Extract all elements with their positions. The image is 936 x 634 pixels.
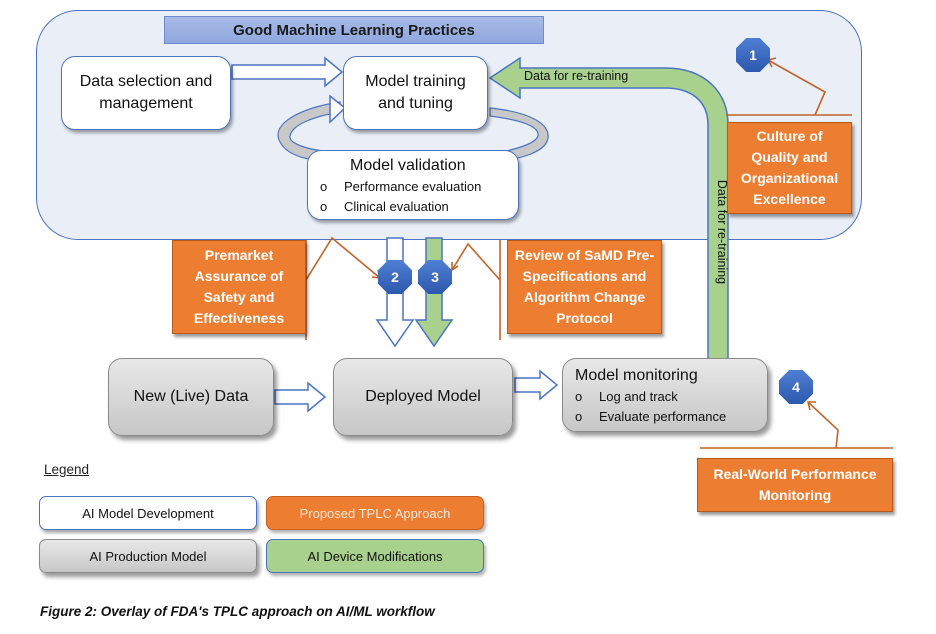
tplc-box-3: Review of SaMD Pre-Specifications and Al… xyxy=(507,240,662,334)
legend-item-ai-model-development: AI Model Development xyxy=(39,496,257,530)
arrow-deployed-to-monitoring xyxy=(514,369,559,401)
tplc-badge-2: 2 xyxy=(378,260,412,294)
model-validation-title: Model validation xyxy=(350,157,466,174)
callout-4-leader xyxy=(807,401,839,449)
bullet-icon: o xyxy=(320,179,328,194)
tplc-badge-3: 3 xyxy=(418,260,452,294)
model-monitoring-title: Model monitoring xyxy=(575,367,698,384)
callout-2-leader xyxy=(305,236,381,281)
retraining-arrow xyxy=(488,56,729,368)
arrow-newdata-to-deployed xyxy=(274,381,327,413)
tplc-badge-1: 1 xyxy=(736,38,770,72)
bullet-icon: o xyxy=(320,199,328,214)
legend-item-ai-device-modifications: AI Device Modifications xyxy=(266,539,484,573)
callout-3-leader xyxy=(451,242,501,281)
gmlp-banner: Good Machine Learning Practices xyxy=(164,16,544,44)
model-training-box: Model training and tuning xyxy=(343,56,488,130)
arrow-data-to-training xyxy=(231,56,344,88)
data-selection-box: Data selection and management xyxy=(61,56,231,130)
bullet-icon: o xyxy=(575,389,583,404)
callout-3-arrowhead xyxy=(451,262,459,272)
figure-caption: Figure 2: Overlay of FDA's TPLC approach… xyxy=(40,604,435,619)
callout-4-arrowhead xyxy=(806,401,816,411)
bullet-icon: o xyxy=(575,409,583,424)
tplc-badge-4: 4 xyxy=(779,370,813,404)
new-data-box: New (Live) Data xyxy=(108,358,274,436)
legend-item-ai-production-model: AI Production Model xyxy=(39,539,257,573)
loop-arrowhead-to-training xyxy=(329,94,347,124)
tplc-box-2: Premarket Assurance of Safety and Effect… xyxy=(172,240,306,334)
legend-title: Legend xyxy=(44,462,90,477)
deployed-model-box: Deployed Model xyxy=(333,358,513,436)
callout-1-leader xyxy=(767,59,827,116)
tplc-box-4: Real-World Performance Monitoring xyxy=(697,458,893,512)
retraining-label-horizontal: Data for re-training xyxy=(524,69,629,83)
legend-item-proposed-tplc: Proposed TPLC Approach xyxy=(266,496,484,530)
tplc-box-1: Culture of Quality and Organizational Ex… xyxy=(727,122,852,214)
